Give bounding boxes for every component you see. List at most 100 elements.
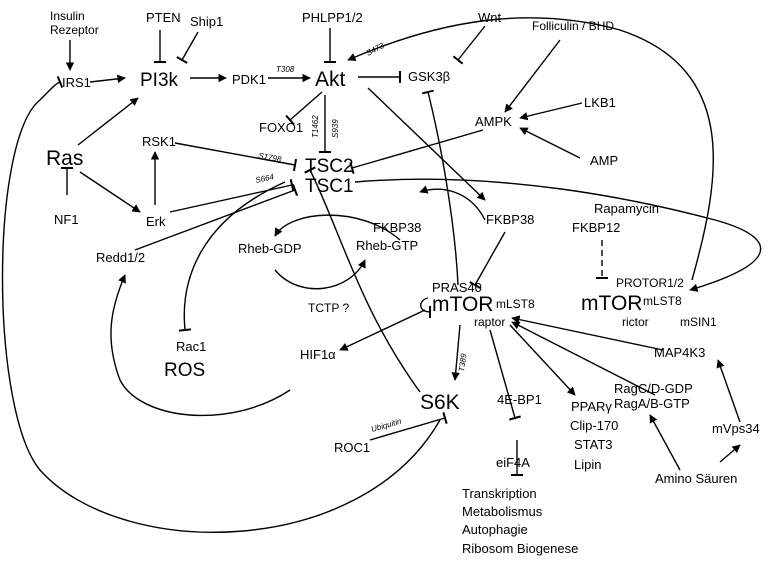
edge-rsk1-tsc2 xyxy=(174,142,298,172)
edge-akt-foxo1 xyxy=(285,91,323,126)
node-nf1: NF1 xyxy=(54,212,79,227)
node-eif4a: eiF4A xyxy=(496,455,530,470)
node-pparg: PPARγ xyxy=(571,399,612,414)
edge-gdp-to-gtp xyxy=(274,259,366,290)
node-4ebp1: 4E-BP1 xyxy=(497,392,542,407)
node-insulin: Insulin xyxy=(50,9,85,23)
node-akt: Akt xyxy=(315,68,346,91)
edge-gtp-to-gdp xyxy=(274,214,401,241)
edge-s6k-tsc xyxy=(304,166,421,393)
node-hif1a: HIF1α xyxy=(300,347,336,362)
node-s6k: S6K xyxy=(420,391,460,414)
node-protor: PROTOR1/2 xyxy=(616,276,684,290)
node-ship1: Ship1 xyxy=(190,14,223,29)
node-mvps34: mVps34 xyxy=(712,421,760,436)
node-rac1: Rac1 xyxy=(176,339,206,354)
node-mtor1: mTOR xyxy=(432,293,493,316)
node-fkbp38-b: FKBP38 xyxy=(486,212,534,227)
node-tctp: TCTP ? xyxy=(308,301,349,315)
edge-rag-raptor xyxy=(511,321,656,396)
edge-map4k3-raptor xyxy=(511,315,664,351)
edge-mtorc2-akt xyxy=(347,17,714,281)
site-s939: S939 xyxy=(331,119,340,138)
node-wnt: Wnt xyxy=(478,10,502,25)
edge-ras-pi3k xyxy=(77,97,139,146)
site-s1798: S1798 xyxy=(258,151,283,164)
node-rheb-gdp: Rheb-GDP xyxy=(238,241,302,256)
node-gsk3b: GSK3β xyxy=(408,69,450,84)
edge-ship1-pi3k xyxy=(176,31,199,64)
node-pdk1: PDK1 xyxy=(232,72,266,87)
edge-ras-erk xyxy=(79,171,141,213)
edge-irs1-pi3k xyxy=(89,74,126,84)
edge-raptor-pparg xyxy=(509,324,576,396)
edge-lkb1-ampk xyxy=(519,102,583,121)
node-pi3k: PI3k xyxy=(140,70,179,91)
node-redd1: Redd1/2 xyxy=(96,250,145,265)
node-fkbp12: FKBP12 xyxy=(572,220,620,235)
node-foxo1: FOXO1 xyxy=(259,120,303,135)
node-map4k3: MAP4K3 xyxy=(654,345,705,360)
cellular-outputs: Transkription Metabolismus Autophagie Ri… xyxy=(462,486,578,556)
site-t1462: T1462 xyxy=(311,115,320,138)
edge-amino-mvps34 xyxy=(719,444,741,463)
node-lkb1: LKB1 xyxy=(584,95,616,110)
edge-s6k-irs1 xyxy=(1,76,441,533)
node-rapamycin: Rapamycin xyxy=(594,201,659,216)
edge-roc1-s6k xyxy=(369,411,448,441)
node-fkbp38-a: FKBP38 xyxy=(373,220,421,235)
node-roc1: ROC1 xyxy=(334,440,370,455)
node-rictor: rictor xyxy=(622,315,649,329)
edge-amino-rag xyxy=(649,414,681,471)
node-tsc2: TSC2 xyxy=(305,156,354,177)
edge-pras40-mtor xyxy=(420,297,432,319)
node-clip170: Clip-170 xyxy=(570,418,618,433)
edge-erk-tsc1 xyxy=(169,178,295,213)
edge-fkbp38-fkbp38 xyxy=(419,185,486,221)
site-s473: S473 xyxy=(365,41,386,58)
node-amp: AMP xyxy=(590,153,618,168)
node-ragcd: RagC/D-GDP xyxy=(614,381,693,396)
node-tsc1: TSC1 xyxy=(305,176,354,197)
node-lipin: Lipin xyxy=(574,457,601,472)
site-t389: T389 xyxy=(457,352,469,372)
edges xyxy=(1,17,762,533)
node-rsk1: RSK1 xyxy=(142,134,176,149)
edge-ampk-tsc2 xyxy=(349,129,484,175)
edge-mtor-gsk3b xyxy=(421,89,459,286)
edge-fkbp38-mtor xyxy=(469,231,506,289)
nodes: Insulin Rezeptor IRS1 PTEN Ship1 PI3k PD… xyxy=(46,9,760,486)
node-ras: Ras xyxy=(46,147,83,170)
node-erk: Erk xyxy=(146,214,166,229)
edge-amp-ampk xyxy=(519,127,581,159)
node-mlst8-1: mLST8 xyxy=(496,297,535,311)
node-rezeptor: Rezeptor xyxy=(50,23,99,37)
node-phlpp: PHLPP1/2 xyxy=(302,10,363,25)
edge-tsc1-rac1 xyxy=(178,181,286,332)
node-msin1: mSIN1 xyxy=(680,315,717,329)
node-irs1: IRS1 xyxy=(62,75,91,90)
node-amino: Amino Säuren xyxy=(655,471,737,486)
node-stat3: STAT3 xyxy=(574,437,613,452)
edge-akt-fkbp38 xyxy=(367,87,486,201)
site-s664: S664 xyxy=(255,172,276,185)
node-mlst8-2: mLST8 xyxy=(643,294,682,308)
edge-mtor-4ebp1 xyxy=(489,329,522,421)
edge-wnt-gsk3b xyxy=(452,25,486,65)
node-pten: PTEN xyxy=(146,10,181,25)
node-mtor2: mTOR xyxy=(581,292,642,315)
node-ros: ROS xyxy=(164,360,205,381)
edge-mvps34-map4k3 xyxy=(716,359,741,423)
node-ragab: RagA/B-GTP xyxy=(614,396,690,411)
edge-redd1-tsc1 xyxy=(134,184,299,251)
node-raptor: raptor xyxy=(474,315,505,329)
output-metabolismus: Metabolismus xyxy=(462,504,543,519)
output-transkription: Transkription xyxy=(462,486,537,501)
node-ampk: AMPK xyxy=(475,114,512,129)
node-rheb-gtp: Rheb-GTP xyxy=(356,238,418,253)
edge-hif1a-redd1 xyxy=(110,274,291,417)
output-autophagie: Autophagie xyxy=(462,522,528,537)
node-folliculin: Folliculin / BHD xyxy=(532,19,614,33)
node-pras40: PRAS40 xyxy=(432,280,482,295)
